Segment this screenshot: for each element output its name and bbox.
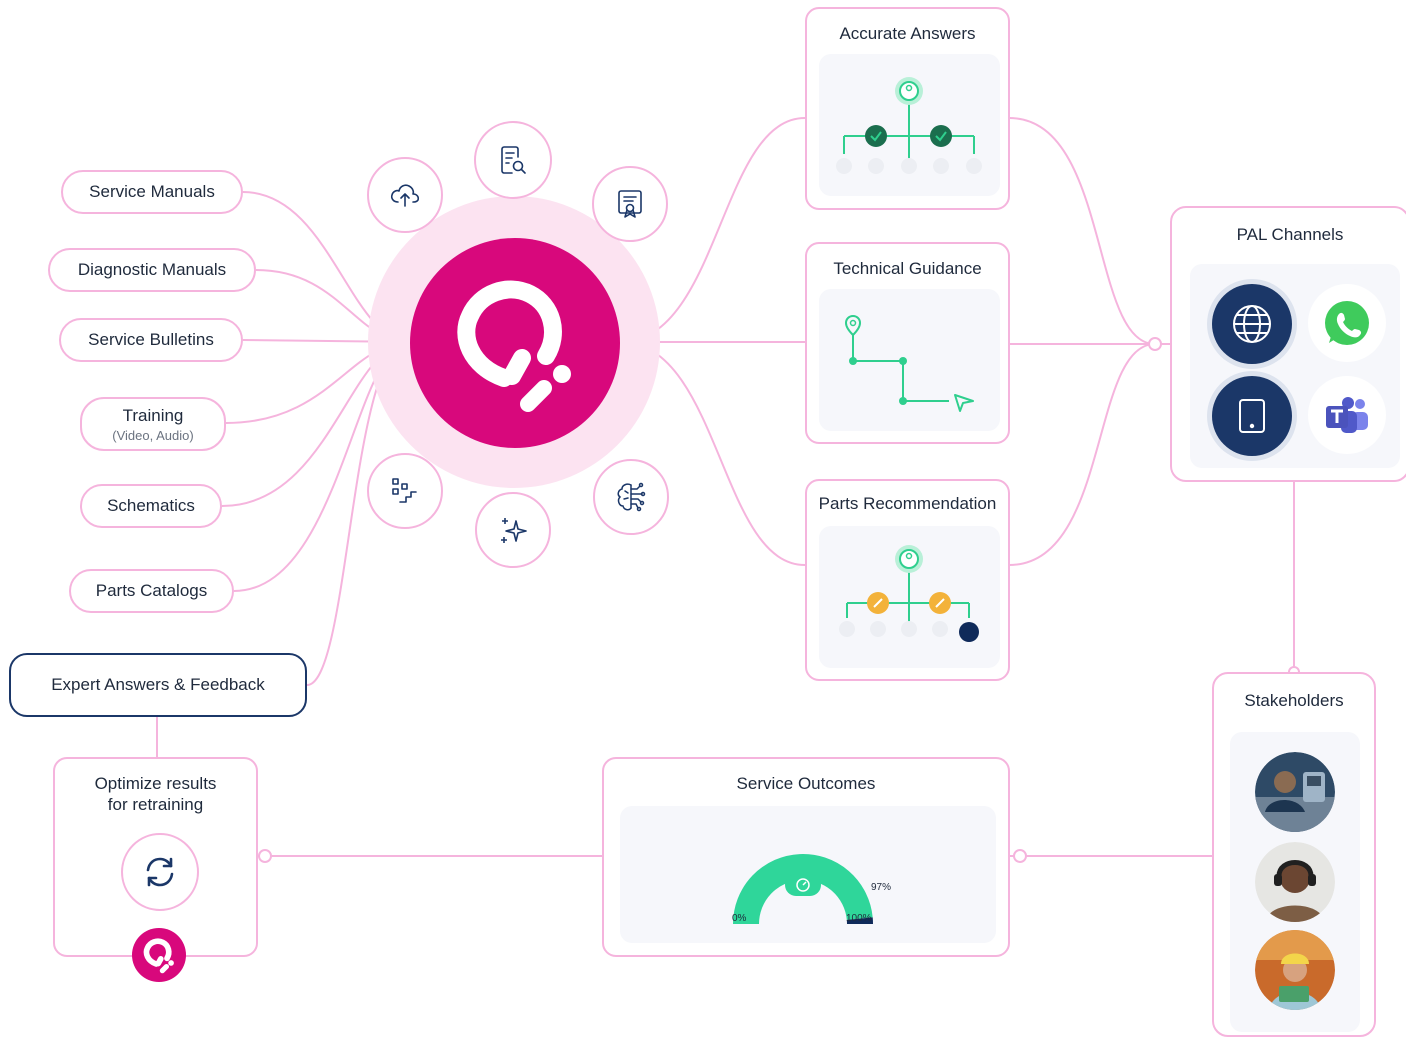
source-schematics: Schematics: [80, 484, 222, 528]
card-technical-guidance: Technical Guidance: [805, 242, 1010, 444]
source-service-manuals: Service Manuals: [61, 170, 243, 214]
source-sublabel: (Video, Audio): [112, 428, 193, 443]
card-title-line1: Optimize results: [55, 773, 256, 794]
channels-grid: [1190, 264, 1400, 468]
teams-icon[interactable]: [1308, 376, 1386, 454]
source-label: Service Manuals: [89, 182, 215, 202]
sparkle-icon: [475, 492, 551, 568]
document-search-icon: [474, 121, 552, 199]
gauge-value-label: 97%: [871, 882, 891, 893]
outcome-gauge: [620, 806, 996, 943]
avatar-technician: [1255, 752, 1335, 832]
card-title: PAL Channels: [1172, 224, 1406, 245]
source-label: Service Bulletins: [88, 330, 214, 350]
source-label: Diagnostic Manuals: [78, 260, 226, 280]
avatar-support-agent: [1255, 842, 1335, 922]
card-optimize-retraining: Optimize results for retraining: [53, 757, 258, 957]
card-title-line2: for retraining: [55, 794, 256, 815]
certificate-icon: [592, 166, 668, 242]
stairs-icon: [367, 453, 443, 529]
card-title: Accurate Answers: [807, 23, 1008, 44]
brain-icon: [593, 459, 669, 535]
gauge-max-label: 100%: [846, 913, 872, 924]
source-label: Parts Catalogs: [96, 581, 208, 601]
card-title: Technical Guidance: [807, 258, 1008, 279]
cloud-upload-icon: [367, 157, 443, 233]
source-service-bulletins: Service Bulletins: [59, 318, 243, 362]
tree-answers-illustration: [819, 54, 1000, 196]
hub-logo: [410, 238, 620, 448]
logo-icon: [410, 238, 620, 448]
expert-label: Expert Answers & Feedback: [51, 675, 265, 695]
avatar-field-worker: [1255, 930, 1335, 1010]
stakeholders-list: [1230, 732, 1360, 1032]
source-diagnostic-manuals: Diagnostic Manuals: [48, 248, 256, 292]
small-logo-icon: [132, 928, 186, 982]
card-stakeholders: Stakeholders: [1212, 672, 1376, 1037]
card-inner: [819, 54, 1000, 196]
card-title: Stakeholders: [1214, 690, 1374, 711]
whatsapp-icon[interactable]: [1308, 284, 1386, 362]
route-guidance-illustration: [819, 289, 1000, 431]
source-label: Training: [123, 406, 184, 426]
refresh-icon[interactable]: [121, 833, 199, 911]
card-inner: [819, 526, 1000, 668]
card-service-outcomes: Service Outcomes 97% 0% 100%: [602, 757, 1010, 957]
card-title: Parts Recommendation: [807, 493, 1008, 514]
web-globe-icon[interactable]: [1212, 284, 1292, 364]
card-pal-channels: PAL Channels: [1170, 206, 1406, 482]
source-parts-catalogs: Parts Catalogs: [69, 569, 234, 613]
expert-answers-feedback: Expert Answers & Feedback: [9, 653, 307, 717]
tablet-icon[interactable]: [1212, 376, 1292, 456]
card-accurate-answers: Accurate Answers: [805, 7, 1010, 210]
card-parts-recommendation: Parts Recommendation: [805, 479, 1010, 681]
card-title: Service Outcomes: [604, 773, 1008, 794]
gauge-panel: 97% 0% 100%: [620, 806, 996, 943]
source-training: Training (Video, Audio): [80, 397, 226, 451]
gauge-min-label: 0%: [732, 913, 746, 924]
card-inner: [819, 289, 1000, 431]
parts-tree-illustration: [819, 526, 1000, 668]
source-label: Schematics: [107, 496, 195, 516]
